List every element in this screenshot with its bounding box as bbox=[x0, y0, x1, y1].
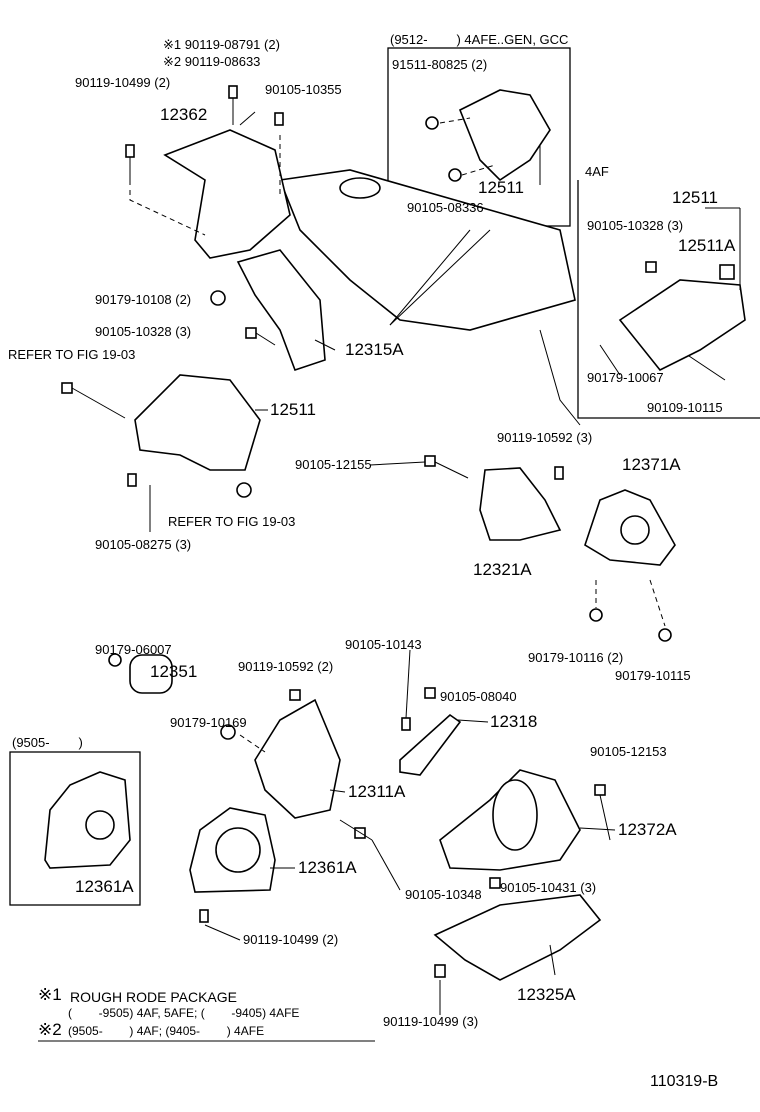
part-12511-9512 bbox=[458, 89, 551, 182]
figure-id: 110319-B bbox=[650, 1073, 719, 1090]
footnote-2-text: (9505- ) 4AF; (9405- ) 4AFE bbox=[68, 1024, 265, 1038]
box-9505-variant bbox=[9, 751, 141, 906]
part-label: ※1 90119-08791 (2) bbox=[163, 37, 280, 52]
part-label: 12372A bbox=[618, 820, 677, 839]
part-label: 12321A bbox=[473, 560, 532, 579]
part-label: 12311A bbox=[348, 782, 406, 801]
footnote-1-text: ROUGH RODE PACKAGE bbox=[70, 989, 237, 1005]
part-label: 90105-10143 bbox=[345, 637, 422, 652]
part-label: REFER TO FIG 19-03 bbox=[8, 347, 136, 362]
part-label: 12511 bbox=[478, 178, 525, 197]
part-label: 90179-10116 (2) bbox=[528, 650, 624, 665]
part-label: 12361A bbox=[75, 877, 134, 896]
box-4af-variant bbox=[577, 180, 760, 419]
part-label: 90179-10169 bbox=[170, 715, 247, 730]
part-label: 90109-10115 bbox=[647, 400, 723, 415]
part-label: 90179-10115 bbox=[615, 668, 691, 683]
part-12318 bbox=[399, 713, 462, 776]
part-label: 90105-08040 bbox=[440, 689, 517, 704]
part-label: (9512- ) 4AFE..GEN, GCC bbox=[390, 32, 569, 47]
part-12321A bbox=[479, 467, 562, 541]
part-label: ※2 90119-08633 bbox=[163, 54, 261, 69]
footnote-2-mark: ※2 bbox=[38, 1020, 62, 1039]
part-label: 90105-10431 (3) bbox=[500, 880, 597, 895]
footnote-1-detail: ( -9505) 4AF, 5AFE; ( -9405) 4AFE bbox=[68, 1006, 300, 1020]
part-12311A bbox=[254, 698, 341, 819]
part-12315A bbox=[236, 249, 326, 372]
footnote-1-mark: ※1 bbox=[38, 985, 62, 1004]
part-label: 90105-08336 bbox=[407, 200, 484, 215]
part-label: 12361A bbox=[298, 858, 357, 877]
part-label: 90105-10355 bbox=[265, 82, 342, 97]
part-label: 12325A bbox=[517, 985, 576, 1004]
part-12325A bbox=[433, 894, 602, 981]
part-label: (9505- ) bbox=[12, 735, 83, 750]
part-label: 90105-10348 bbox=[405, 887, 482, 902]
part-12511A bbox=[618, 279, 746, 372]
part-12511 bbox=[134, 374, 261, 471]
part-label: 12371A bbox=[622, 455, 681, 474]
engine-block bbox=[278, 169, 576, 331]
part-label: 12315A bbox=[345, 340, 404, 359]
part-label: 90105-12153 bbox=[590, 744, 667, 759]
part-label: 90105-08275 (3) bbox=[95, 537, 192, 552]
part-label: 90179-10108 (2) bbox=[95, 292, 192, 307]
part-label: 90119-10499 (2) bbox=[75, 75, 171, 90]
part-label: 90119-10499 (2) bbox=[243, 932, 339, 947]
part-label: REFER TO FIG 19-03 bbox=[168, 514, 296, 529]
part-label: 90179-06007 bbox=[95, 642, 172, 657]
part-label: 90119-10592 (2) bbox=[238, 659, 334, 674]
part-label: 12511 bbox=[270, 400, 317, 419]
part-label: 90105-10328 (3) bbox=[587, 218, 684, 233]
part-12351 bbox=[129, 654, 173, 694]
part-label: 4AF bbox=[585, 164, 609, 179]
leader-lines bbox=[149, 111, 741, 1015]
part-label: 90119-10499 (3) bbox=[383, 1014, 479, 1029]
part-label: 90179-10067 bbox=[587, 370, 664, 385]
part-label: 90105-10328 (3) bbox=[95, 324, 192, 339]
bolt-icons bbox=[61, 85, 726, 978]
part-label: 12362 bbox=[160, 105, 208, 124]
part-label: 12511 bbox=[672, 188, 719, 207]
part-label: 12318 bbox=[490, 712, 538, 731]
part-label: 90119-10592 (3) bbox=[497, 430, 593, 445]
part-12362 bbox=[163, 129, 291, 259]
part-label: 12511A bbox=[678, 236, 736, 255]
part-label: 12351 bbox=[150, 662, 198, 681]
part-label: 91511-80825 (2) bbox=[392, 57, 488, 72]
part-label: 90105-12155 bbox=[295, 457, 372, 472]
